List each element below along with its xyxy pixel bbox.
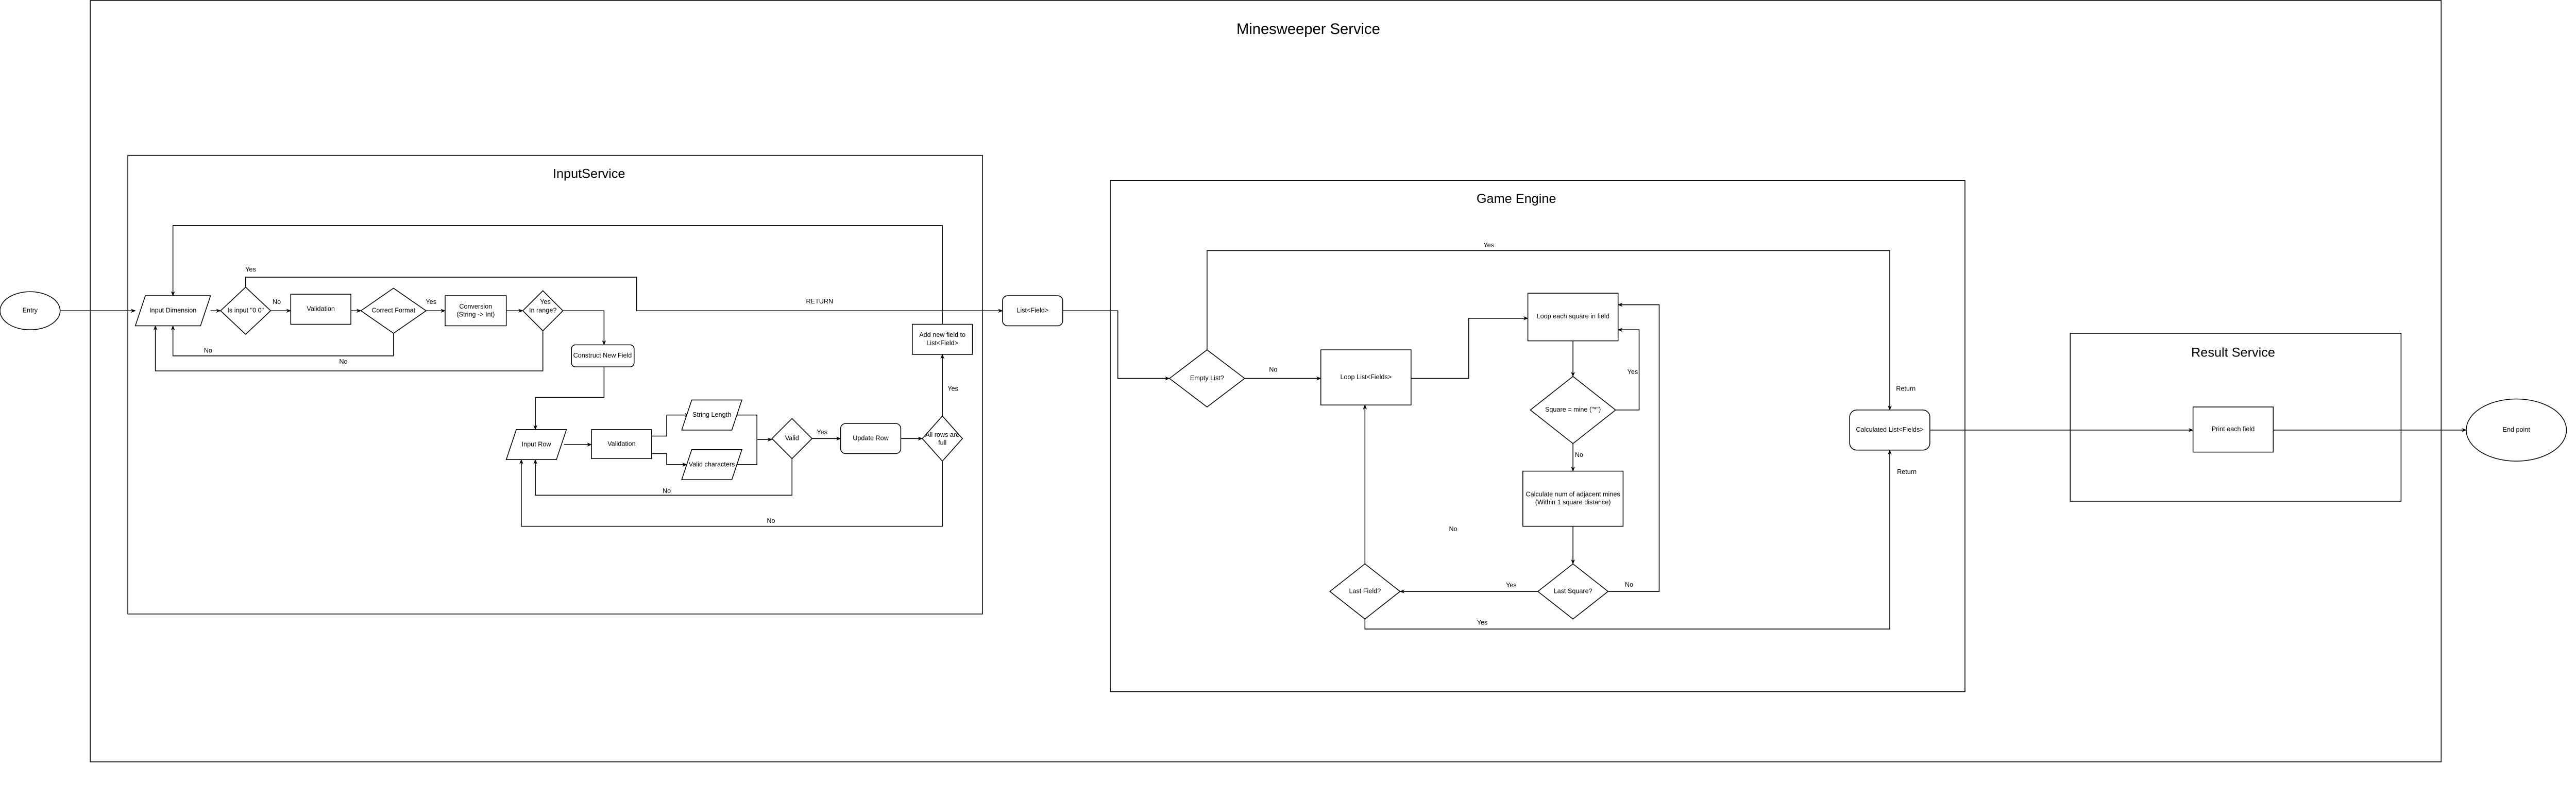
label-last-square-yes: Yes (1506, 582, 1517, 589)
valid-label: Valid (785, 435, 799, 442)
conversion-node[interactable]: Conversion (String -> Int) (445, 295, 507, 327)
validation-row-label: Validation (607, 440, 636, 447)
list-field-label: List<Field> (1016, 307, 1048, 314)
input-service-frame (127, 155, 983, 615)
valid-characters-label: Valid characters (689, 461, 735, 468)
calculated-list-label: Calculated List<Fields> (1856, 426, 1923, 433)
label-valid-yes: Yes (817, 429, 827, 436)
label-range-yes: Yes (540, 298, 551, 305)
validation-row-node[interactable]: Validation (591, 429, 652, 460)
label-return-bottom: Return (1897, 468, 1917, 475)
label-return-top: Return (1896, 385, 1916, 392)
label-return: RETURN (806, 298, 833, 305)
print-field-label: Print each field (2212, 426, 2255, 433)
input-row-label: Input Row (522, 440, 552, 448)
label-empty-yes: Yes (1483, 242, 1494, 249)
validation-dimension-label: Validation (307, 305, 335, 313)
last-square-label: Last Square? (1554, 587, 1592, 594)
label-mine-no: No (1575, 451, 1583, 458)
validation-dimension-node[interactable]: Validation (290, 294, 351, 325)
end-point-node[interactable]: End point (2466, 398, 2567, 462)
label-last-field-yes: Yes (1477, 619, 1488, 626)
valid-decision[interactable]: Valid (771, 418, 813, 460)
in-range-decision[interactable]: In range? (522, 290, 564, 332)
square-mine-decision[interactable]: Square = mine ("*") (1530, 376, 1617, 445)
edges-input-service (60, 225, 1003, 527)
entry-node[interactable]: Entry (0, 291, 61, 330)
input-row-node[interactable]: Input Row (505, 429, 567, 460)
edges-game-engine (1062, 250, 2467, 630)
valid-characters-node[interactable]: Valid characters (681, 449, 743, 480)
update-row-node[interactable]: Update Row (840, 423, 902, 454)
loop-list-label: Loop List<Fields> (1340, 373, 1392, 381)
string-length-label: String Length (692, 411, 731, 418)
label-is00-yes: Yes (245, 266, 256, 273)
main-title: Minesweeper Service (1236, 21, 1380, 38)
all-rows-full-decision[interactable]: All rows are full (922, 415, 963, 462)
last-square-decision[interactable]: Last Square? (1537, 563, 1609, 620)
entry-label: Entry (23, 307, 38, 314)
construct-field-node[interactable]: Construct New Field (571, 344, 635, 367)
label-format-yes: Yes (426, 298, 436, 305)
label-last-square-no: No (1625, 581, 1633, 588)
end-point-label: End point (2503, 426, 2531, 433)
correct-format-label: Correct Format (371, 307, 415, 314)
label-range-no: No (339, 358, 347, 365)
calculate-label-1: Calculate num of adjacent mines (1526, 491, 1620, 498)
construct-field-label: Construct New Field (573, 352, 632, 359)
print-field-node[interactable]: Print each field (2192, 406, 2274, 453)
label-mine-yes: Yes (1628, 368, 1638, 376)
label-is00-no: No (273, 298, 281, 305)
label-valid-no: No (663, 487, 671, 495)
result-service-title: Result Service (2191, 346, 2275, 360)
conversion-label-2: (String -> Int) (456, 311, 495, 318)
label-last-field-no: No (1449, 525, 1458, 533)
minesweeper-flowchart: Minesweeper Service InputService Game En… (0, 0, 2567, 762)
list-field-node[interactable]: List<Field> (1002, 295, 1063, 327)
is-input-00-decision[interactable]: Is input "0 0" (219, 286, 272, 335)
add-field-label-1: Add new field to (919, 331, 965, 338)
square-mine-label: Square = mine ("*") (1545, 406, 1601, 413)
conversion-label-1: Conversion (459, 303, 492, 310)
loop-list-node[interactable]: Loop List<Fields> (1320, 349, 1412, 405)
correct-format-decision[interactable]: Correct Format (360, 287, 427, 334)
loop-square-label: Loop each square in field (1537, 313, 1609, 320)
last-field-label: Last Field? (1349, 587, 1381, 594)
label-rows-yes: Yes (947, 385, 958, 392)
minesweeper-service-frame (90, 0, 2442, 762)
calculate-label-2: (Within 1 square distance) (1535, 499, 1611, 506)
game-engine-frame (1110, 180, 1965, 692)
is-input-00-label: Is input "0 0" (227, 307, 264, 314)
game-engine-title: Game Engine (1477, 192, 1556, 206)
empty-list-label: Empty List? (1190, 375, 1224, 382)
add-field-node[interactable]: Add new field to List<Field> (911, 324, 973, 355)
label-rows-no: No (767, 517, 775, 524)
all-rows-label-1: All rows are (925, 431, 959, 438)
input-dimension-node[interactable]: Input Dimension (134, 295, 211, 327)
add-field-label-2: List<Field> (926, 339, 958, 347)
last-field-decision[interactable]: Last Field? (1329, 563, 1401, 620)
label-format-no: No (204, 347, 212, 354)
in-range-label: In range? (529, 307, 556, 314)
input-service-title: InputService (553, 166, 625, 181)
edge-labels: Yes No Yes No Yes No RETURN Yes No Yes N… (204, 242, 1917, 626)
update-row-label: Update Row (853, 435, 889, 442)
label-empty-no: No (1269, 366, 1277, 373)
all-rows-label-2: full (938, 439, 946, 446)
loop-square-node[interactable]: Loop each square in field (1527, 293, 1619, 342)
string-length-node[interactable]: String Length (681, 399, 743, 431)
result-service-frame (2070, 333, 2402, 502)
calculated-list-node[interactable]: Calculated List<Fields> (1849, 410, 1930, 451)
empty-list-decision[interactable]: Empty List? (1168, 349, 1246, 408)
calculate-mines-node[interactable]: Calculate num of adjacent mines (Within … (1522, 470, 1624, 527)
input-dimension-label: Input Dimension (149, 307, 196, 314)
